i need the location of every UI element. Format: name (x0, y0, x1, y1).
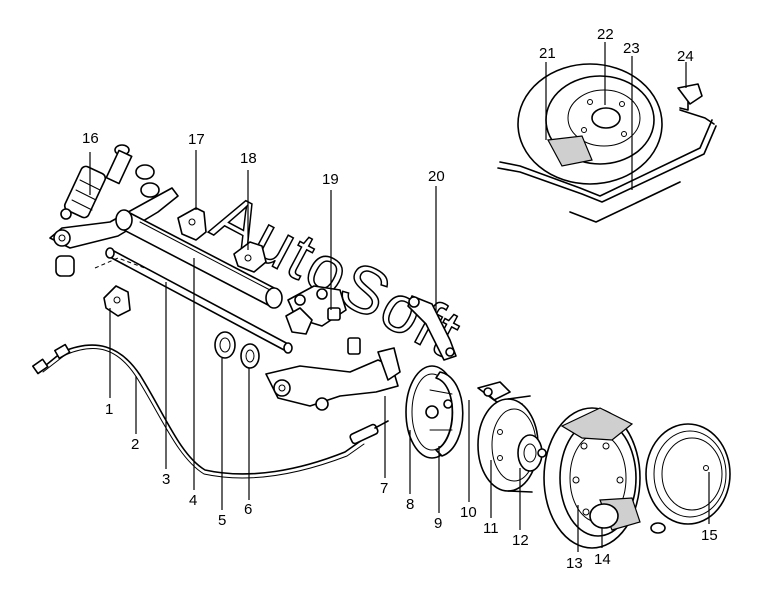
shock-absorber (60, 144, 133, 220)
callout-12: 12 (512, 532, 529, 549)
center-cap (589, 503, 666, 534)
callout-13: 13 (566, 555, 583, 572)
spare-tire-hook (677, 83, 703, 111)
callout-21: 21 (539, 45, 556, 62)
leader-lines (89, 42, 710, 552)
callout-24: 24 (677, 48, 694, 65)
callout-19: 19 (322, 171, 339, 188)
callout-4: 4 (189, 492, 197, 509)
callout-14: 14 (594, 551, 611, 568)
callout-17: 17 (188, 131, 205, 148)
axle-beam (115, 209, 283, 309)
callout-22: 22 (597, 26, 614, 43)
callout-labels: 16 17 18 19 20 21 22 23 24 1 2 3 4 5 6 7… (82, 26, 718, 572)
wheel-hub (517, 434, 547, 472)
mount-bracket-18 (233, 241, 267, 273)
bushing-6 (240, 343, 260, 369)
stabilizer-bar (105, 247, 293, 354)
mount-bracket-17 (177, 207, 207, 241)
callout-16: 16 (82, 130, 99, 147)
callout-11: 11 (483, 520, 499, 537)
cable-bracket (103, 285, 131, 317)
callout-8: 8 (406, 496, 414, 513)
callout-15: 15 (701, 527, 718, 544)
callout-23: 23 (623, 40, 640, 57)
callout-18: 18 (240, 150, 257, 167)
callout-1: 1 (105, 401, 113, 418)
bushing-5 (214, 331, 236, 359)
callout-5: 5 (218, 512, 226, 529)
wheel-cover (645, 423, 731, 525)
right-trailing-arm (265, 337, 401, 411)
callout-6: 6 (244, 501, 252, 518)
callout-2: 2 (131, 436, 139, 453)
callout-9: 9 (434, 515, 442, 532)
left-trailing-arm (49, 164, 179, 277)
callout-10: 10 (460, 504, 477, 521)
parking-brake-cable (31, 343, 389, 479)
callout-3: 3 (162, 471, 170, 488)
road-wheel-tire (543, 407, 641, 549)
spare-tire-carrier (497, 63, 717, 223)
callout-20: 20 (428, 168, 445, 185)
brake-wire-link (407, 295, 457, 361)
callout-7: 7 (380, 480, 388, 497)
